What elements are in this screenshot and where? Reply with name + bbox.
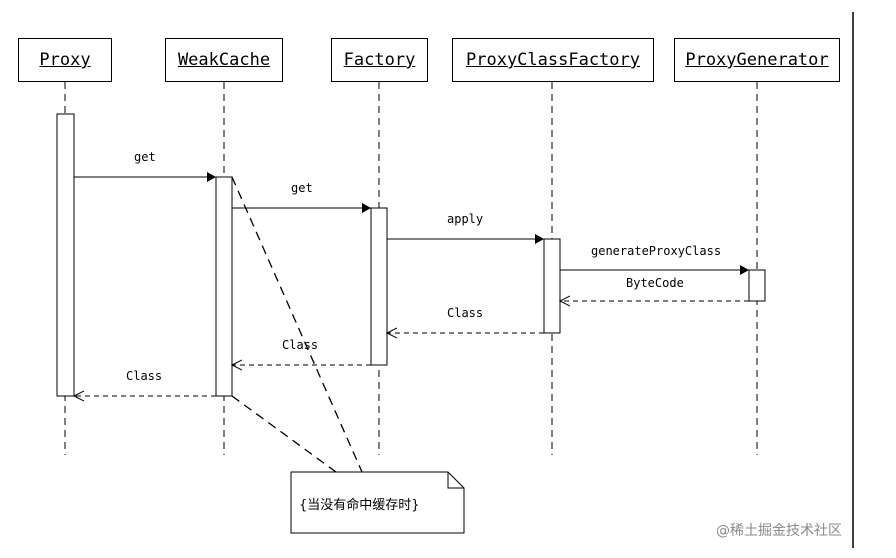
message-label-get: get: [134, 150, 156, 164]
participant-proxy: Proxy: [18, 38, 112, 82]
participant-label: ProxyClassFactory: [466, 50, 640, 70]
participant-label: Factory: [343, 50, 416, 70]
watermark: @稀土掘金技术社区: [716, 523, 842, 539]
note-fold-corner: [447, 472, 464, 489]
message-label-class: Class: [447, 306, 484, 320]
note-connector-line: [231, 395, 337, 473]
participant-proxyclassfactory: ProxyClassFactory: [452, 38, 654, 82]
message-label-class: Class: [282, 338, 319, 352]
message-label-apply: apply: [447, 212, 484, 226]
message-label-get: get: [291, 181, 313, 195]
message-label-bytecode: ByteCode: [626, 276, 684, 290]
activation-proxygenerator: [748, 269, 766, 302]
activation-factory: [370, 207, 388, 366]
participant-proxygenerator: ProxyGenerator: [674, 38, 840, 82]
participant-label: Proxy: [39, 50, 91, 70]
participant-label: ProxyGenerator: [685, 50, 829, 70]
participant-label: WeakCache: [177, 50, 271, 70]
activation-proxy: [56, 113, 75, 397]
participant-weakcache: WeakCache: [165, 38, 283, 82]
note-text: {当没有命中缓存时}: [299, 498, 420, 513]
message-label-class: Class: [126, 369, 163, 383]
activation-proxyclassfactory: [543, 238, 561, 334]
activation-weakcache: [215, 176, 233, 397]
note-box: [290, 471, 465, 534]
note-connector-line: [231, 176, 363, 473]
participant-factory: Factory: [331, 38, 428, 82]
message-label-generateproxyclass: generateProxyClass: [591, 244, 722, 258]
